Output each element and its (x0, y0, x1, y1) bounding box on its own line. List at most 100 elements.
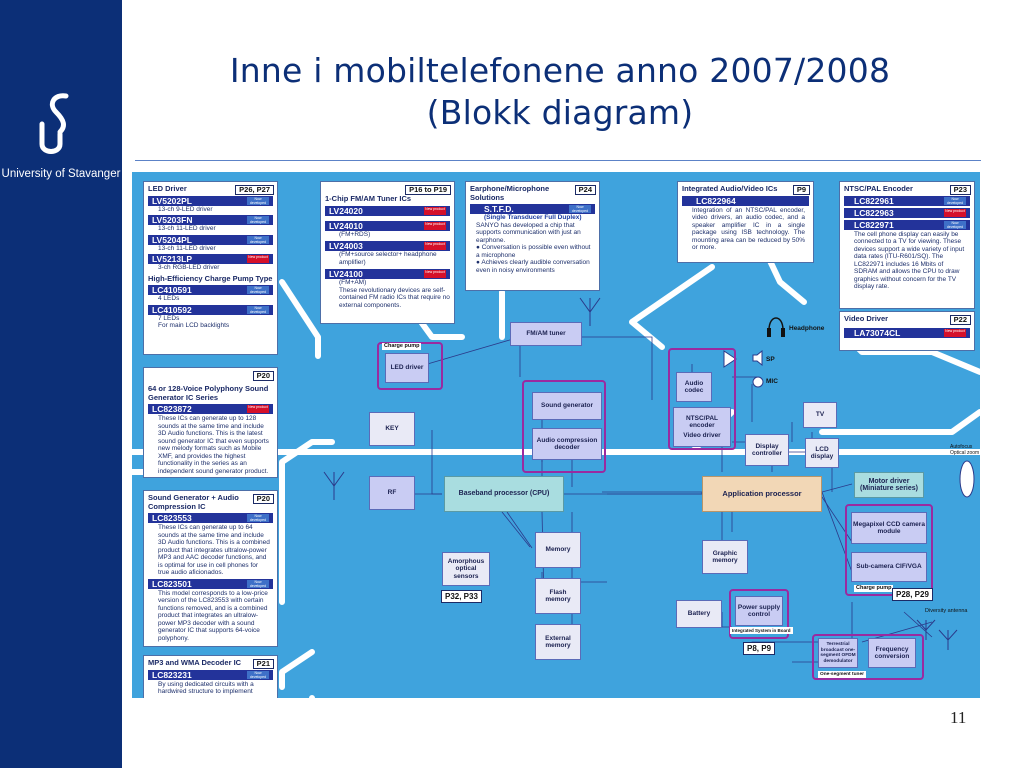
panel-title: NTSC/PAL Encoder (844, 184, 913, 193)
page-ref: P22 (949, 315, 971, 325)
autofocus-label: Autofocus Optical zoom (950, 444, 980, 456)
slide-title: Inne i mobiltelefonene anno 2007/2008 (B… (130, 50, 990, 134)
antenna-icon (579, 297, 601, 326)
university-name: University of Stavanger (1, 168, 121, 180)
diversity-antenna-label: Diversity antenna (925, 608, 968, 614)
led-driver-block: LED driver (385, 353, 429, 383)
bullet-2: ● Achieves clearly audible conversation … (476, 259, 590, 274)
amplifier-icon (723, 350, 737, 368)
page-ref-p32: P32, P33 (441, 590, 482, 603)
subcamera-block: Sub-camera CIF/VGA (851, 552, 927, 582)
us-logo-icon: US (39, 93, 69, 154)
power-supply-block: Power supply control (735, 596, 783, 626)
battery-block: Battery (676, 600, 722, 628)
panel-title: 1-Chip FM/AM Tuner ICs (325, 194, 412, 203)
diversity-antenna-icon-1 (916, 619, 936, 640)
motor-driver-block: Motor driver (Miniature series) (854, 472, 924, 498)
page-ref-p8: P8, P9 (743, 642, 776, 655)
panel-title: Sound Generator + Audio Compression IC (148, 493, 239, 511)
charge-pump-tag-2: Charge pump (854, 585, 894, 592)
amorphous-sensors-block: Amorphous optical sensors (442, 552, 490, 586)
page-ref: P9 (792, 185, 810, 195)
panel-title: Earphone/Microphone Solutions (470, 184, 550, 202)
memory-block: Memory (535, 532, 581, 568)
video-driver-label: Video driver (683, 431, 721, 439)
panel-title: MP3 and WMA Decoder IC (148, 658, 242, 667)
terrestrial-demodulator-block: Terrestrial broadcast one-segment OFDM d… (818, 638, 858, 668)
display-controller-block: Display controller (745, 434, 789, 466)
external-memory-block: External memory (535, 624, 581, 660)
earphone-panel: Earphone/Microphone Solutions P24 S.T.F.… (465, 181, 600, 291)
application-processor-block: Application processor (702, 476, 822, 512)
sound-generator-block: Sound generator (532, 392, 602, 420)
page-ref: P20 (252, 494, 274, 504)
tuner-highlight (812, 634, 924, 680)
rf-antenna-icon (323, 471, 345, 500)
panel-subtitle: High-Efficiency Charge Pump Type (148, 273, 273, 283)
chip-desc: 7 LEDs (158, 314, 180, 322)
panel-desc: This model corresponds to a low-price ve… (158, 589, 268, 642)
page-number: 11 (950, 708, 967, 727)
one-segment-tag: One-segment tuner (818, 671, 866, 678)
university-logo: US University of Stavanger (0, 90, 122, 181)
title-divider (135, 160, 981, 161)
rf-block: RF (369, 476, 415, 510)
av-ic-highlight (668, 348, 736, 450)
lens-icon (959, 460, 975, 498)
page-ref: P24 (574, 185, 596, 195)
chip-stfd: S.T.F.D.Now developed (470, 204, 595, 214)
speaker-icon (752, 350, 763, 366)
sp-label: SP (766, 356, 775, 363)
compression-panel: Sound Generator + Audio Compression IC P… (143, 490, 278, 647)
audio-video-panel: Integrated Audio/Video ICs P9 LC822964 I… (677, 181, 814, 263)
page-ref: P23 (949, 185, 971, 195)
panel-desc: The cell phone display can easily be con… (854, 230, 965, 291)
polyphony-panel: 64 or 128-Voice Polyphony Sound Generato… (143, 367, 278, 478)
panel-desc: Integration of an NTSC/PAL encoder, vide… (692, 206, 805, 252)
baseband-processor-block: Baseband processor (CPU) (444, 476, 564, 512)
headphone-icon (767, 317, 785, 337)
ntsc-encoder-label: NTSC/PAL encoder (685, 414, 719, 430)
panel-title: Integrated Audio/Video ICs (682, 184, 778, 193)
chip-subtitle: (Single Transducer Full Duplex) (484, 214, 582, 221)
mic-label: MIC (766, 378, 778, 385)
fm-am-tuner-block: FM/AM tuner (510, 322, 582, 346)
tuner-panel: 1-Chip FM/AM Tuner ICs P16 to P19 LV2402… (320, 181, 455, 324)
key-block: KEY (369, 412, 415, 446)
panel-desc: SANYO has developed a chip that supports… (476, 221, 581, 244)
page-ref: P16 to P19 (405, 185, 451, 195)
panel-desc: These ICs can generate up to 64 sounds a… (158, 524, 270, 576)
chip-desc: (FM+RDS) (339, 230, 371, 238)
tv-block: TV (803, 402, 837, 428)
chip-desc: 13-ch 11-LED driver (158, 225, 216, 232)
frequency-conversion-block: Frequency conversion (868, 638, 916, 668)
page-ref: P26, P27 (235, 185, 274, 195)
chip-desc: 13-ch 11-LED driver (158, 244, 216, 252)
ntsc-encoder-block: NTSC/PAL encoder Video driver (673, 407, 731, 447)
panel-title: 64 or 128-Voice Polyphony Sound Generato… (148, 384, 269, 402)
megapixel-camera-block: Megapixel CCD camera module (851, 512, 927, 544)
graphic-memory-block: Graphic memory (702, 540, 748, 574)
title-line-2: (Blokk diagram) (426, 93, 694, 132)
bullet-1: ● Conversation is possible even without … (476, 244, 591, 259)
page-ref: P20 (252, 371, 274, 381)
camera-highlight (845, 504, 933, 596)
